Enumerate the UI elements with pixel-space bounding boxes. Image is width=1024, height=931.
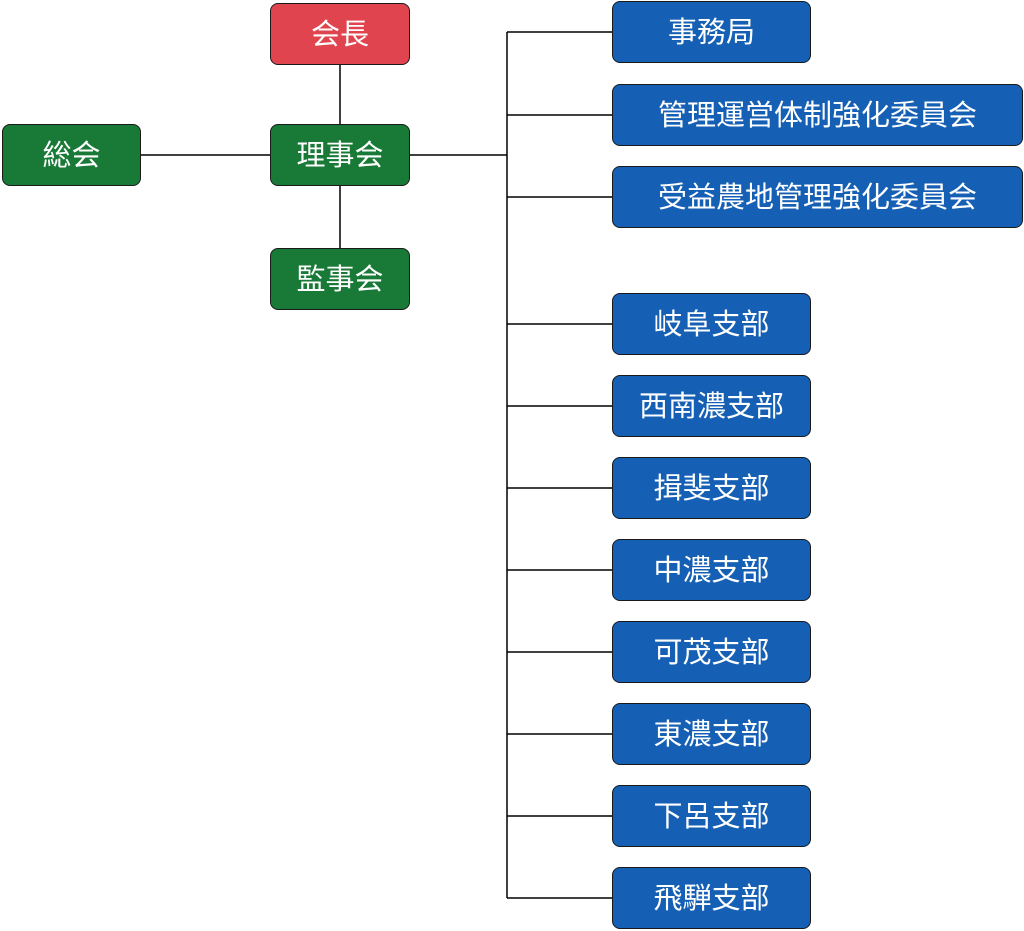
node-branch-label: 東濃支部 (653, 716, 770, 751)
node-secretariat: 事務局 (612, 1, 811, 63)
node-branch: 可茂支部 (612, 621, 811, 683)
node-branch: 下呂支部 (612, 785, 811, 847)
node-management-committee: 管理運営体制強化委員会 (612, 84, 1023, 146)
node-board-of-auditors: 監事会 (270, 248, 410, 310)
node-branch-label: 中濃支部 (653, 552, 770, 587)
node-secretariat-label: 事務局 (667, 14, 755, 49)
node-branch-label: 可茂支部 (653, 634, 770, 669)
node-general-assembly: 総会 (2, 124, 141, 186)
node-branch: 岐阜支部 (612, 293, 811, 355)
node-branch-label: 岐阜支部 (653, 306, 770, 341)
node-branch: 東濃支部 (612, 703, 811, 765)
node-general-assembly-label: 総会 (42, 137, 101, 172)
node-branch: 飛騨支部 (612, 867, 811, 929)
node-board-of-directors-label: 理事会 (296, 137, 384, 172)
node-branch-label: 飛騨支部 (653, 880, 770, 915)
node-board-of-directors: 理事会 (270, 124, 410, 186)
node-beneficiary-land-committee: 受益農地管理強化委員会 (612, 166, 1023, 228)
node-chairman-label: 会長 (310, 16, 369, 51)
node-branch: 中濃支部 (612, 539, 811, 601)
node-management-committee-label: 管理運営体制強化委員会 (657, 97, 977, 132)
node-beneficiary-land-committee-label: 受益農地管理強化委員会 (657, 179, 977, 214)
node-branch: 西南濃支部 (612, 375, 811, 437)
node-branch-label: 西南濃支部 (638, 388, 784, 423)
node-chairman: 会長 (270, 3, 410, 65)
node-board-of-auditors-label: 監事会 (296, 261, 384, 296)
node-branch: 揖斐支部 (612, 457, 811, 519)
node-branch-label: 下呂支部 (653, 798, 770, 833)
node-branch-label: 揖斐支部 (653, 470, 770, 505)
